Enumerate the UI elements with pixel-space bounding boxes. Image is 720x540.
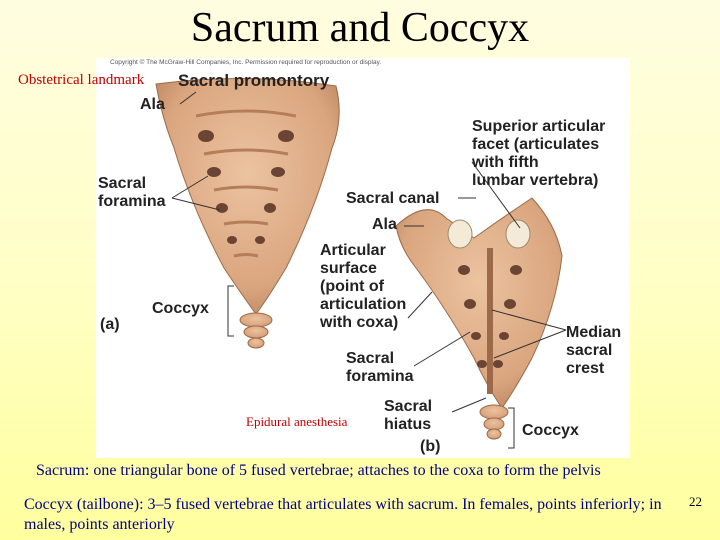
caption-sacrum: Sacrum: one triangular bone of 5 fused v… [36,462,601,479]
label-sacral-hiatus: Sacral hiatus [384,398,433,433]
caption-coccyx: Coccyx (tailbone): 3–5 fused vertebrae t… [24,496,662,533]
label-ala-a: Ala [140,96,165,113]
sacrum-illustration [155,77,567,449]
label-superior-articular-facet: Superior articular facet (articulates wi… [472,118,606,189]
slide-title: Sacrum and Coccyx [190,5,530,51]
label-articular-surface: Articular surface (point of articulation… [320,242,407,331]
posterior-view [395,161,567,449]
label-sacral-promontory: Sacral promontory [178,71,330,90]
anterior-view [155,77,340,349]
label-view-a: (a) [100,316,120,333]
label-sacral-canal: Sacral canal [346,190,440,207]
annotation-obstetrical-landmark: Obstetrical landmark [18,72,145,88]
page-number: 22 [689,494,702,509]
label-ala-b: Ala [372,216,397,233]
label-sacral-foramina-b: Sacral foramina [346,350,414,385]
label-median-sacral-crest: Median sacral crest [566,324,622,377]
label-sacral-foramina-a: Sacral foramina [98,175,166,210]
sacrum-figure: Copyright © The McGraw-Hill Companies, I… [96,58,630,458]
label-view-b: (b) [420,438,441,455]
annotation-epidural-anesthesia: Epidural anesthesia [246,414,348,429]
label-coccyx-b: Coccyx [522,422,579,439]
copyright-notice: Copyright © The McGraw-Hill Companies, I… [110,59,382,66]
label-coccyx-a: Coccyx [152,300,209,317]
